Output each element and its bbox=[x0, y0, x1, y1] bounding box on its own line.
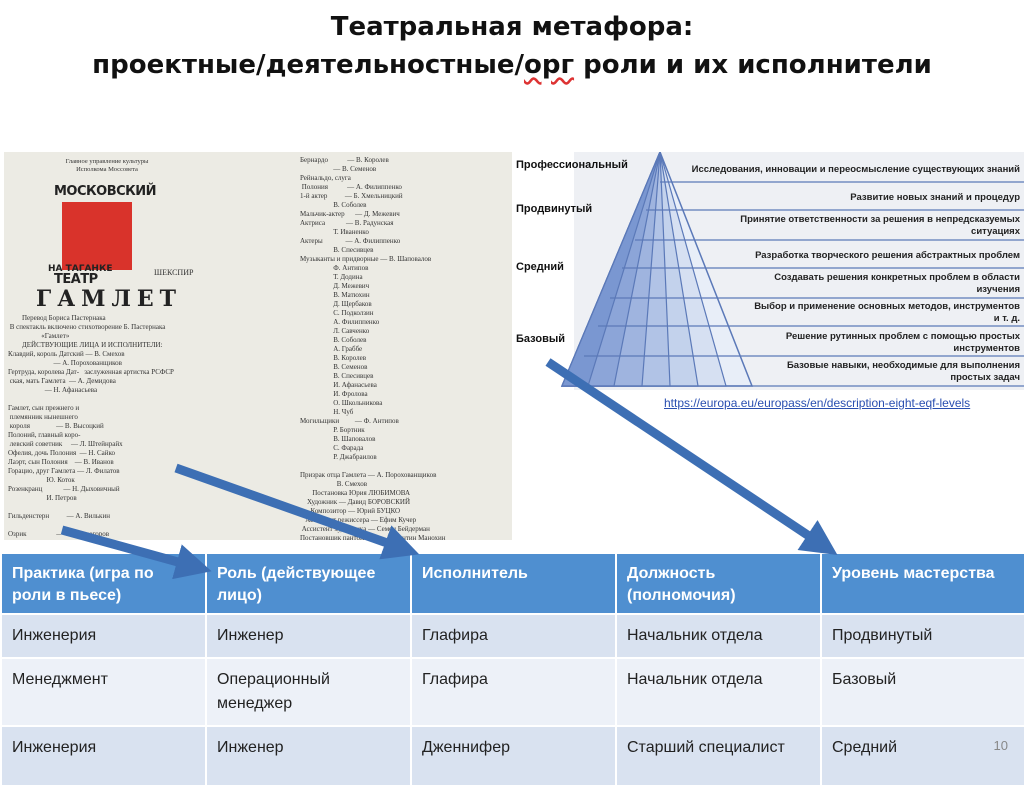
desc-6-line-2: и т. д. bbox=[994, 313, 1020, 324]
cell-performer: Глафира bbox=[410, 613, 617, 659]
desc-1: Исследования, инновации и переосмысление… bbox=[692, 164, 1021, 175]
level-intermediate: Средний bbox=[516, 261, 564, 273]
theatre-name: НА ТАГАНКЕ bbox=[48, 264, 113, 274]
cell-performer: Дженнифер bbox=[410, 725, 617, 787]
cell-practice: Инженерия bbox=[0, 725, 207, 787]
table-row: Инженерия Инженер Глафира Начальник отде… bbox=[0, 613, 1024, 659]
desc-7-line-1: Решение рутинных проблем с помощью прост… bbox=[786, 331, 1021, 342]
desc-8-line-2: простых задач bbox=[950, 372, 1020, 383]
table-row: Менеджмент Операционный менеджер Глафира… bbox=[0, 657, 1024, 727]
cell-practice: Инженерия bbox=[0, 613, 207, 659]
cast-list-right: Бернардо — В. Королев — В. Семенов Рейна… bbox=[300, 156, 446, 540]
logo-red-square bbox=[62, 202, 132, 270]
header-practice: Практика (игра по роли в пьесе) bbox=[0, 552, 207, 615]
title-line-1: Театральная метафора: bbox=[330, 12, 694, 42]
title-part-org: орг bbox=[523, 50, 575, 80]
cell-position: Начальник отдела bbox=[615, 613, 822, 659]
desc-6-line-1: Выбор и применение основных методов, инс… bbox=[754, 301, 1020, 312]
cast-list-left: Перевод Бориса Пастернака В спектакль вк… bbox=[8, 314, 174, 540]
desc-8-line-1: Базовые навыки, необходимые для выполнен… bbox=[787, 360, 1020, 371]
cell-practice: Менеджмент bbox=[0, 657, 207, 727]
cell-skill-level: Продвинутый bbox=[820, 613, 1024, 659]
playbill-header: Главное управление культуры Исполкома Мо… bbox=[65, 158, 149, 173]
play-title: ГАМЛЕТ bbox=[36, 286, 183, 312]
eqf-source-link[interactable]: https://europa.eu/europass/en/descriptio… bbox=[664, 396, 971, 410]
header-performer: Исполнитель bbox=[410, 552, 617, 615]
cell-position: Старший специалист bbox=[615, 725, 822, 787]
title-part-c: роли и их исполнители bbox=[574, 50, 932, 80]
header-role: Роль (действующее лицо) bbox=[205, 552, 412, 615]
slide-title: Театральная метафора: проектные/деятельн… bbox=[0, 8, 1024, 84]
theatre-logo: МОСКОВСКИЙ ТЕАТР bbox=[44, 178, 157, 296]
cell-role: Операционный менеджер bbox=[205, 657, 412, 727]
cell-role: Инженер bbox=[205, 613, 412, 659]
header-position: Должность (полномочия) bbox=[615, 552, 822, 615]
logo-word-2: ТЕАТР bbox=[54, 272, 98, 287]
cell-skill-level: Средний bbox=[820, 725, 1024, 787]
roles-table: Практика (игра по роли в пьесе) Роль (де… bbox=[0, 552, 1024, 787]
desc-5-line-1: Создавать решения конкретных проблем в о… bbox=[774, 272, 1020, 283]
desc-3-line-1: Принятие ответственности за решения в не… bbox=[740, 214, 1020, 225]
title-part-a: проектные/деятельностные/ bbox=[92, 50, 524, 80]
table-row: Инженерия Инженер Дженнифер Старший спец… bbox=[0, 725, 1024, 787]
title-line-2: проектные/деятельностные/орг роли и их и… bbox=[0, 46, 1024, 84]
desc-2: Развитие новых знаний и процедур bbox=[850, 192, 1020, 203]
eqf-pyramid-figure: Профессиональный Продвинутый Средний Баз… bbox=[514, 152, 1024, 398]
cell-performer: Глафира bbox=[410, 657, 617, 727]
desc-3-line-2: ситуациях bbox=[971, 226, 1021, 237]
cell-role: Инженер bbox=[205, 725, 412, 787]
desc-5-line-2: изучения bbox=[976, 284, 1020, 295]
cell-position: Начальник отдела bbox=[615, 657, 822, 727]
logo-word-1: МОСКОВСКИЙ bbox=[54, 184, 157, 199]
desc-7-line-2: инструментов bbox=[953, 343, 1020, 354]
desc-4: Разработка творческого решения абстрактн… bbox=[755, 250, 1020, 261]
table-header-row: Практика (игра по роли в пьесе) Роль (де… bbox=[0, 552, 1024, 615]
hamlet-playbill-image: Главное управление культуры Исполкома Мо… bbox=[4, 152, 512, 540]
header-skill-level: Уровень мастерства bbox=[820, 552, 1024, 615]
cell-skill-level: Базовый bbox=[820, 657, 1024, 727]
level-advanced: Продвинутый bbox=[516, 203, 592, 215]
author-name: ШЕКСПИР bbox=[154, 268, 194, 277]
level-professional: Профессиональный bbox=[516, 159, 628, 171]
page-number: 10 bbox=[993, 738, 1008, 753]
level-basic: Базовый bbox=[516, 333, 565, 345]
